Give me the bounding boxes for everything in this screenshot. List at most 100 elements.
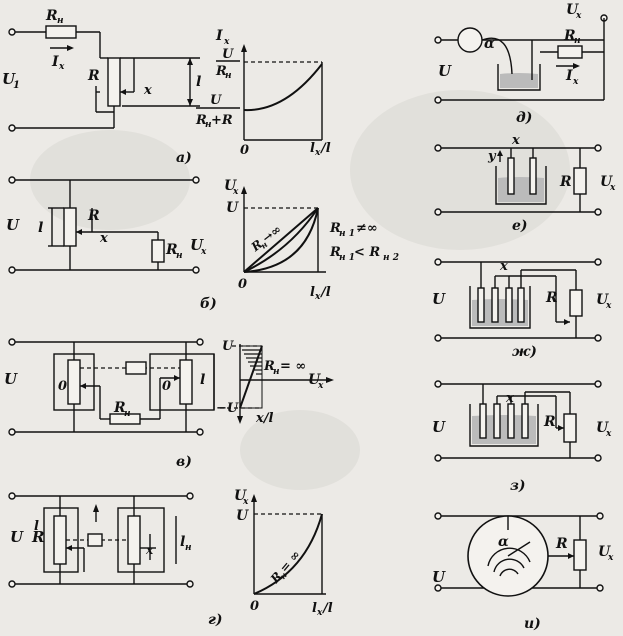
label-x-z: x (505, 391, 514, 406)
label-x-zh: x (499, 259, 508, 274)
label-ux-d: U (566, 2, 579, 18)
label-ux-sub-z: x (605, 429, 612, 439)
caption-z: з) (510, 478, 526, 494)
circuit-z: x U R U x з) (432, 380, 612, 494)
label-ux-sub-e: x (609, 183, 616, 193)
label-u1-sub: 1 (13, 80, 20, 91)
u-level-b: U (226, 200, 239, 216)
label-r-e: R (559, 174, 572, 190)
resistor-r-e (573, 167, 587, 195)
origin-g: 0 (250, 599, 259, 614)
axis-x-v: x/l (255, 411, 273, 426)
resistor-r-load-b (151, 239, 165, 263)
curve2-sub: н 1 (339, 253, 355, 263)
caption-b: б) (200, 296, 217, 312)
curve-b-2 (243, 207, 319, 273)
label-rload-sub-v: н (124, 409, 131, 419)
caption-e: е) (512, 218, 528, 234)
label-ix-sub: x (58, 62, 65, 72)
resistor-r-i (573, 539, 587, 571)
circuit-i: α U R U x и) (432, 512, 614, 632)
label-u-z: U (432, 418, 446, 436)
curve2-mid: < R (354, 245, 380, 260)
axis-y-b: U (224, 178, 237, 194)
potentiometer-left-v (67, 359, 81, 405)
frac-bot-num: U (210, 93, 222, 108)
vessel-e (495, 166, 547, 205)
label-r-g: R (31, 528, 44, 546)
label-u-v: U (4, 370, 18, 388)
curve-g (253, 513, 323, 595)
curve-sub-g: н (278, 570, 290, 581)
axis-x-sub-g: x (316, 608, 323, 618)
axis-y-sub-a: x (223, 37, 230, 47)
label-u-zh: U (432, 290, 446, 308)
label-ux-i: U (598, 544, 611, 560)
label-r: R (87, 68, 100, 84)
curve-b-inf (243, 207, 319, 273)
vessel-z (469, 404, 539, 447)
label-ux-sub-b: x (200, 247, 207, 257)
curve-inf-sub: н (259, 239, 270, 251)
frac-bot-den: R (195, 113, 207, 128)
potentiometer-right-v (179, 359, 193, 405)
label-u-i: U (432, 568, 446, 586)
label-zero-right: 0 (162, 379, 171, 394)
label-rload-d: R (563, 28, 576, 44)
curve-a (243, 63, 323, 112)
label-r-z: R (543, 414, 556, 430)
label-ux-sub-d: x (575, 11, 582, 21)
axis-x-b: l (310, 285, 315, 300)
label-x-b: x (99, 231, 108, 246)
label-ux-b: U (190, 236, 204, 254)
resistor-r-load (45, 25, 77, 39)
minus-u-v: −U (216, 401, 239, 416)
axis-y-sub-b: x (232, 187, 239, 197)
axis-y-label-a: I (215, 28, 223, 44)
origin-b: 0 (238, 277, 247, 292)
potentiometer-r (107, 57, 121, 107)
potentiometer-left-g (53, 515, 67, 565)
label-ux-v: U (308, 372, 321, 388)
potentiometer-right-g (127, 515, 141, 565)
label-ln-sub-g: н (185, 543, 192, 553)
resistor-r-zh (569, 289, 583, 317)
label-u1: U (2, 70, 16, 88)
circuit-b: U l R x R н U x U x U R н →∞ R н 1 ≠ (6, 176, 399, 312)
label-l: l (196, 74, 201, 90)
caption-a: а) (176, 150, 192, 166)
frac-top-den: R (215, 64, 227, 79)
circuit-a: R н I x U 1 R x l I x U R н U R н +R 0 (2, 8, 331, 166)
plus-u-v: U (222, 339, 234, 354)
u-level-g: U (236, 508, 249, 524)
label-ux-z: U (596, 420, 609, 436)
line-label-v: R (263, 359, 275, 374)
axis-x-tail-b: /l (319, 285, 331, 300)
axis-x-tail-a: /l (319, 141, 331, 156)
axis-y-g: U (234, 488, 247, 504)
vessel-d (497, 64, 541, 91)
label-l-g: l (34, 519, 39, 534)
caption-i: и) (524, 616, 541, 632)
label-r-i: R (555, 536, 568, 552)
label-ix-d: I (565, 68, 573, 84)
label-l-b: l (38, 220, 43, 236)
label-x-g: x (145, 543, 154, 557)
curve1-label: R (329, 221, 341, 236)
curve1-tail: ≠∞ (356, 221, 378, 236)
label-r-load-sub: н (57, 16, 64, 26)
axis-x-a: l (310, 141, 315, 156)
label-ux-sub-zh: x (605, 301, 612, 311)
label-rload-v: R (113, 400, 126, 416)
vessel-zh (469, 286, 531, 329)
circuit-zh: x U R U x ж) (432, 258, 612, 360)
caption-g: г) (208, 612, 223, 628)
label-ix: I (51, 54, 59, 70)
label-x-e: x (511, 133, 520, 148)
curve2-sub2: н 2 (383, 253, 399, 263)
label-alpha-i: α (498, 534, 509, 550)
frac-bot-den-plus: +R (211, 113, 233, 128)
circuit-v: U 0 0 R н l U −U R (4, 338, 334, 470)
caption-d: д) (516, 110, 532, 126)
